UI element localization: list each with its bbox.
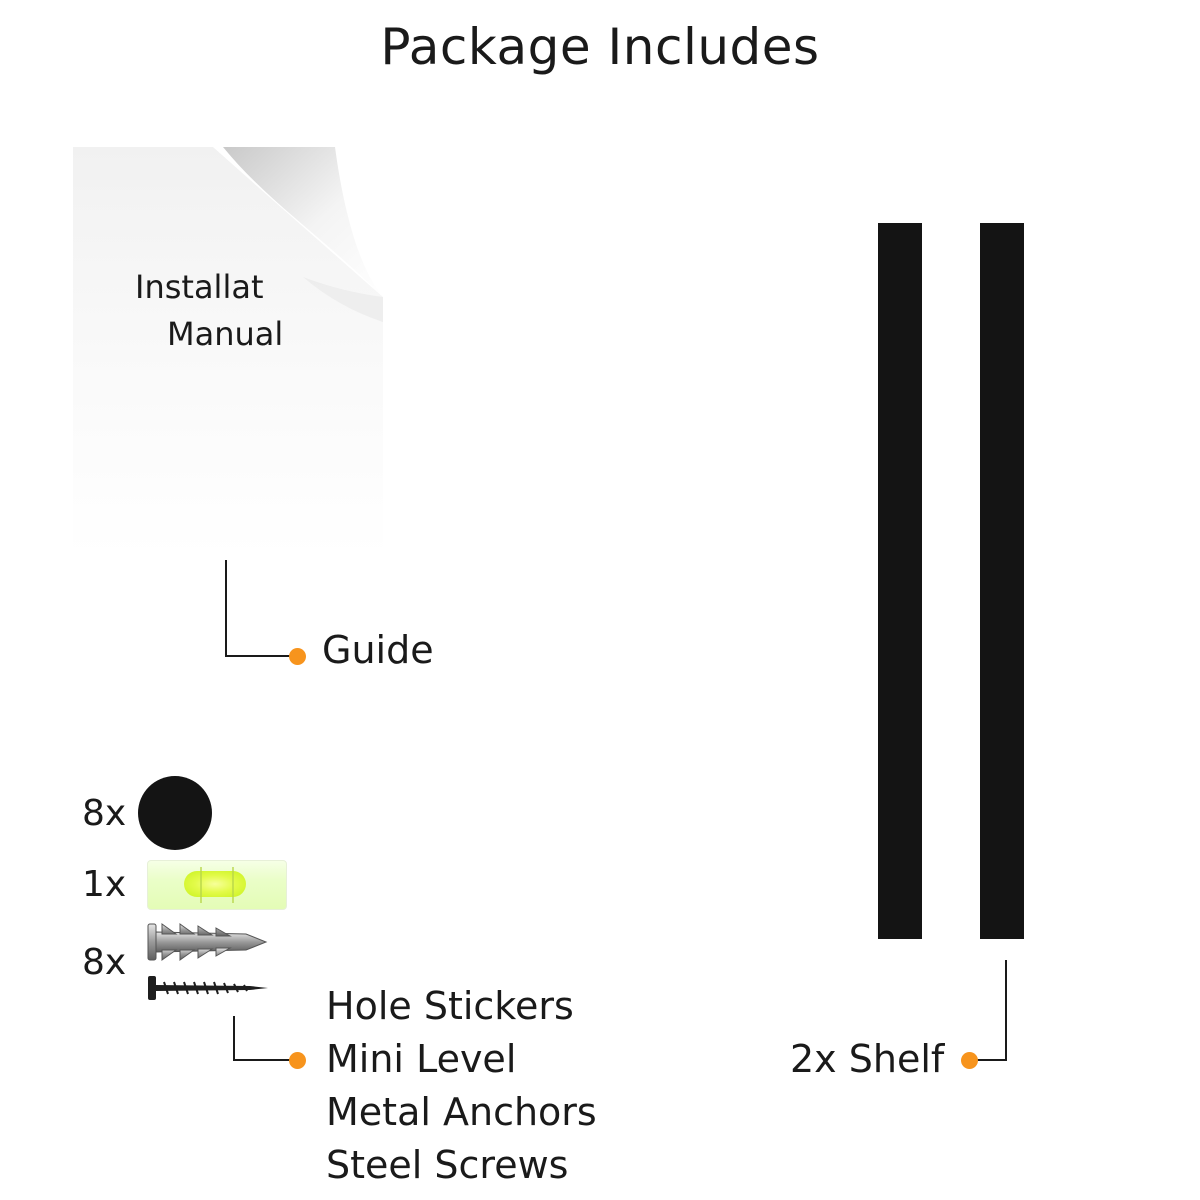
- hole-stickers-count: 8x: [82, 793, 127, 834]
- manual-title-line2: Manual: [167, 315, 284, 353]
- list-item: Metal Anchors: [326, 1090, 597, 1134]
- mini-level-count: 1x: [82, 864, 127, 905]
- mini-level-icon: [147, 860, 287, 910]
- hardware-callout-dot: [289, 1052, 306, 1069]
- list-item: Mini Level: [326, 1037, 517, 1081]
- anchors-screws-count: 8x: [82, 942, 127, 983]
- steel-screw-icon: [148, 976, 268, 1000]
- shelf-bar-1: [878, 223, 922, 939]
- shelf-bar-2: [980, 223, 1024, 939]
- guide-label: Guide: [322, 628, 434, 672]
- installation-manual-illustration: [73, 147, 383, 557]
- shelf-label: 2x Shelf: [790, 1037, 945, 1081]
- hole-sticker-icon: [138, 776, 212, 850]
- guide-callout-dot: [289, 648, 306, 665]
- page-title: Package Includes: [380, 18, 820, 76]
- metal-anchor-icon: [147, 923, 268, 961]
- hardware-item-list: Hole Stickers Mini Level Metal Anchors S…: [326, 980, 597, 1192]
- manual-title-line1: Installat: [135, 268, 264, 306]
- list-item: Steel Screws: [326, 1143, 569, 1187]
- list-item: Hole Stickers: [326, 984, 574, 1028]
- shelf-callout-dot: [961, 1052, 978, 1069]
